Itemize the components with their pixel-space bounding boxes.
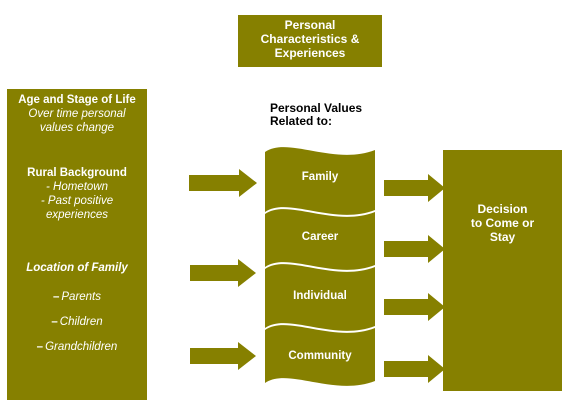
- top-box-line1: Personal: [284, 18, 336, 32]
- arrow-right-2: [384, 235, 445, 263]
- loc-item-grandchildren: –Grandchildren: [7, 340, 147, 354]
- age-sub1: Over time personal: [28, 108, 126, 120]
- banner-segment-family: [265, 147, 375, 215]
- rural-item-past: - Past positive: [40, 195, 114, 207]
- dash: –: [36, 341, 44, 353]
- rural-item-hometown: - Hometown: [46, 181, 108, 193]
- rural-item-past-cont: experiences: [45, 209, 108, 221]
- top-box-line2: Characteristics &: [260, 32, 360, 46]
- arrows: [189, 169, 445, 383]
- age-sub2: values change: [39, 122, 115, 134]
- arrow-left-3: [190, 342, 256, 370]
- factors-box: Age and Stage of Life Over time personal…: [7, 89, 147, 400]
- values-banner: [265, 147, 375, 386]
- banner-segment-community: [265, 325, 375, 386]
- values-title: Personal Values Related to:: [270, 102, 362, 128]
- decision-line3: Stay: [489, 230, 516, 244]
- dash: –: [51, 316, 58, 328]
- value-label-individual: Individual: [293, 290, 347, 302]
- decision-line1: Decision: [477, 202, 528, 216]
- arrow-left-1: [189, 169, 257, 197]
- loc-item-label: Children: [59, 316, 103, 328]
- banner-segment-individual: [265, 264, 375, 331]
- arrow-right-3: [384, 293, 445, 321]
- arrow-left-2: [190, 259, 256, 287]
- value-label-family: Family: [301, 171, 339, 183]
- location-title: Location of Family: [26, 262, 128, 274]
- loc-item-label: Grandchildren: [45, 341, 118, 353]
- arrow-right-1: [384, 174, 445, 202]
- age-title: Age and Stage of Life: [18, 94, 136, 106]
- dash: –: [52, 291, 60, 303]
- loc-item-label: Parents: [61, 291, 102, 303]
- decision-box: Decision to Come or Stay: [443, 150, 562, 391]
- arrow-right-4: [384, 355, 445, 383]
- decision-line2: to Come or: [470, 216, 535, 230]
- rural-title: Rural Background: [27, 167, 127, 179]
- loc-item-children: –Children: [7, 315, 147, 329]
- banner-segment-career: [265, 209, 375, 270]
- personal-characteristics-box: Personal Characteristics & Experiences: [238, 15, 382, 67]
- values-title-line2: Related to:: [270, 114, 333, 128]
- loc-item-parents: –Parents: [7, 290, 147, 304]
- top-box-line3: Experiences: [274, 46, 346, 60]
- value-label-career: Career: [301, 231, 339, 243]
- values-title-line1: Personal Values: [270, 101, 363, 115]
- value-label-community: Community: [288, 350, 352, 362]
